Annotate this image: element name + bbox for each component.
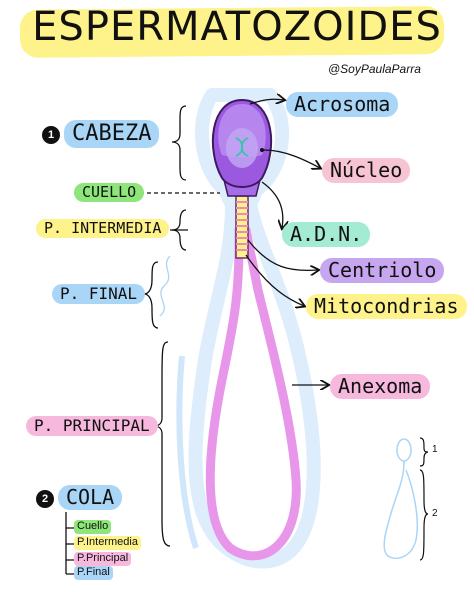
label-adn: A.D.N. [282,222,371,247]
label-p-intermedia: P. INTERMEDIA [36,219,170,238]
cola-part-principal: P.Principal [74,552,132,566]
mini-label-1: 1 [432,444,438,455]
mini-label-2: 2 [432,508,438,519]
brace-cabeza [171,105,187,181]
cola-part-final: P.Final [74,566,113,580]
label-anexoma: Anexoma [330,374,431,399]
label-centriolo: Centriolo [320,258,445,283]
dna-icon [235,137,249,157]
brace-final [143,261,159,329]
cola-number-badge: 2 [36,490,54,508]
label-acrosoma: Acrosoma [286,92,399,117]
author-credit: @SoyPaulaParra [328,62,421,76]
page-title: ESPERMATOZOIDES [32,4,442,50]
nucleus-dot [260,148,264,152]
label-nucleo: Núcleo [322,158,411,183]
cola-sub-bracket [65,512,76,575]
arrow-adn [261,181,283,228]
label-cabeza: CABEZA [64,120,160,148]
label-p-principal: P. PRINCIPAL [26,416,158,436]
label-cola: COLA [58,485,123,510]
arrow-nucleo [263,149,320,168]
mini-sperm-diagram [383,438,419,560]
arrow-mitocondrias [245,254,304,306]
brace-principal [153,341,171,547]
sperm-outline-glow [188,88,321,569]
cola-part-cuello: Cuello [74,520,112,534]
cola-part-intermedia: P.Intermedia [74,536,141,550]
arrow-centriolo [247,239,318,270]
cabeza-number-badge: 1 [42,126,60,144]
label-p-final: P. FINAL [52,284,146,304]
label-mitocondrias: Mitocondrias [306,294,467,319]
label-cuello: CUELLO [74,183,145,202]
mini-brace-2 [419,469,429,561]
mini-brace-1 [419,437,429,467]
arrow-acrosoma [249,99,284,104]
